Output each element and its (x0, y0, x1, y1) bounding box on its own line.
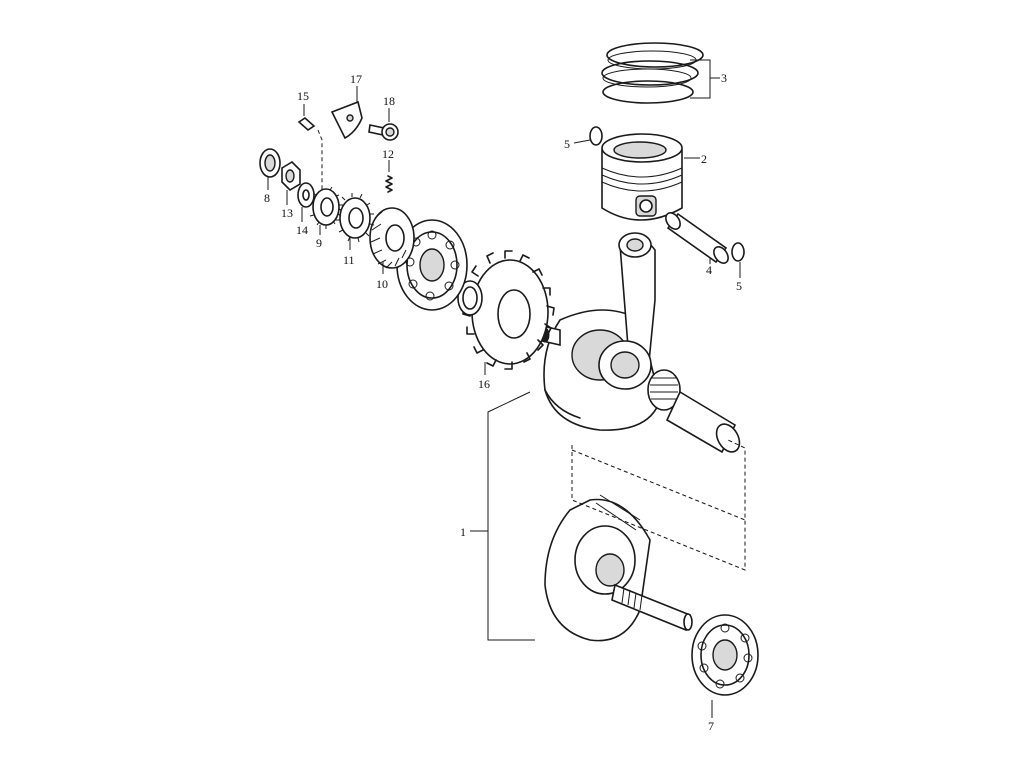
callout-2: 2 (701, 152, 707, 166)
helical-gear-icon (369, 207, 415, 269)
callout-7: 7 (708, 719, 714, 733)
gear-icon (336, 193, 375, 243)
ball-bearing-icon (691, 614, 759, 696)
callout-14: 14 (296, 223, 308, 237)
callout-5-left: 5 (564, 137, 570, 151)
callout-8: 8 (264, 191, 270, 205)
callout-5-right: 5 (736, 279, 742, 293)
plate-icon (330, 100, 363, 140)
oil-seal-icon (259, 148, 281, 178)
crankshaft-assembly-icon (537, 232, 746, 642)
washer-icon (297, 182, 315, 208)
small-gear-icon (309, 186, 343, 229)
piston-pin-icon (665, 212, 729, 264)
callout-4: 4 (706, 263, 712, 277)
callout-12: 12 (382, 147, 394, 161)
piston-ring-set-icon (601, 42, 704, 104)
piston-icon (601, 133, 683, 221)
callout-18: 18 (383, 94, 395, 108)
circlip-icon (589, 126, 745, 262)
callout-10: 10 (376, 277, 388, 291)
bolt-icon (368, 123, 399, 141)
large-sprocket-icon (462, 250, 555, 370)
callout-11: 11 (343, 253, 355, 267)
callout-17: 17 (350, 72, 362, 86)
callout-3: 3 (721, 71, 727, 85)
key-pin-icon (297, 116, 316, 132)
callout-1: 1 (460, 525, 466, 539)
callout-13: 13 (281, 206, 293, 220)
spring-icon (385, 175, 393, 193)
callout-15: 15 (297, 89, 309, 103)
callout-16: 16 (478, 377, 490, 391)
washer-icon (457, 280, 483, 316)
callout-9: 9 (316, 236, 322, 250)
nut-icon (281, 160, 301, 192)
